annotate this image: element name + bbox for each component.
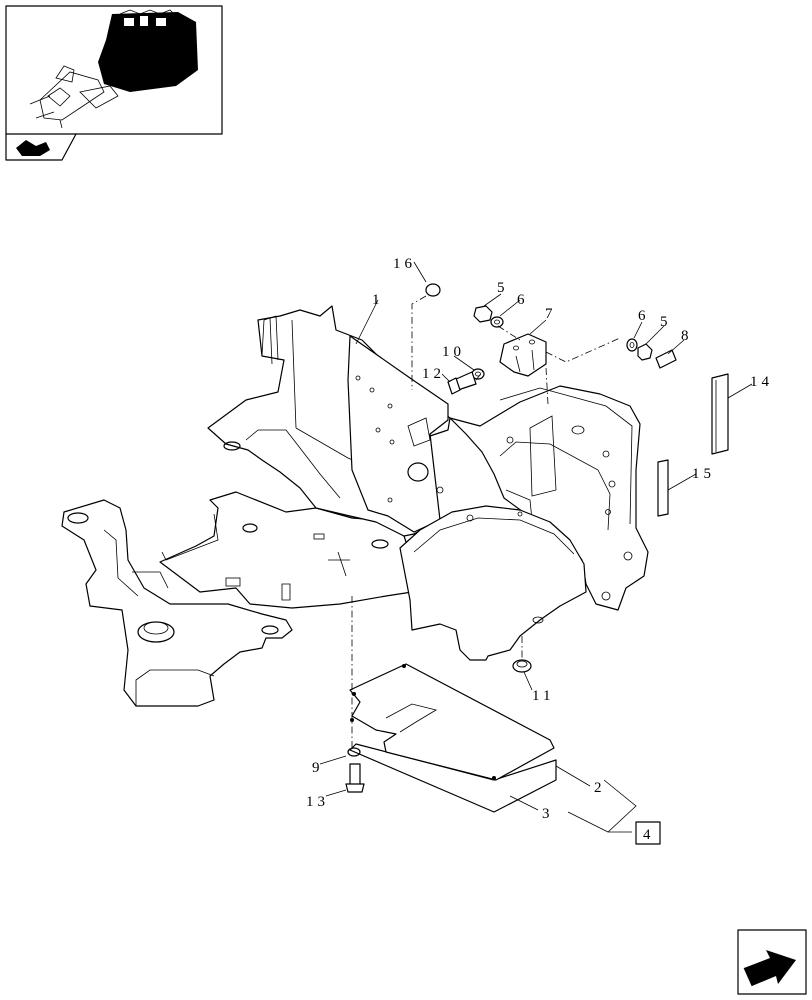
small-parts [345,283,729,793]
next-page-arrow-icon[interactable] [737,929,807,995]
callout-12: 12 [422,366,445,382]
callout-3: 3 [542,806,550,822]
callout-5-right: 5 [660,314,668,330]
callout-1: 1 [372,292,380,308]
callout-8: 8 [681,328,689,344]
cover-plate [349,663,557,813]
callout-5-upper: 5 [497,280,505,296]
callout-9: 9 [312,760,320,776]
overview-thumbnail [5,5,223,135]
callout-15: 15 [692,466,715,482]
callout-4: 4 [643,827,651,843]
callout-6-right: 6 [638,308,646,324]
callout-6-upper: 6 [517,292,525,308]
callout-13: 13 [306,794,329,810]
callout-7: 7 [545,306,553,322]
section-arrow-icon[interactable] [5,133,77,161]
main-frame [61,305,649,707]
callout-16: 16 [393,256,416,272]
callout-2: 2 [594,780,602,796]
leader-lines [319,261,753,833]
callout-14: 14 [750,374,773,390]
assembly-lines [351,295,621,750]
callout-11: 11 [532,688,554,704]
callout-labels: 1 16 5 6 7 10 12 6 5 8 14 15 11 9 13 2 3… [306,256,773,845]
callout-10: 10 [442,344,465,360]
callout-4-box [635,821,661,845]
